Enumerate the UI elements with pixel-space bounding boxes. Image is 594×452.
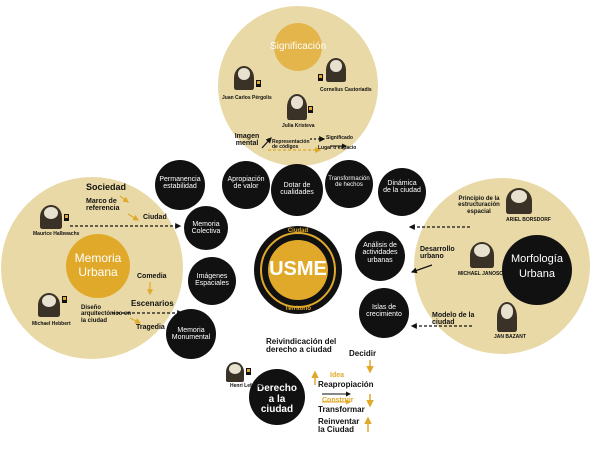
- person-photo-pergolis: [234, 66, 254, 90]
- person-photo-hebbert: [38, 293, 60, 317]
- person-tag: [246, 368, 251, 375]
- concept-label: Reapropiación: [318, 380, 374, 389]
- node-label: Derecho a la ciudad: [256, 383, 297, 415]
- node-label: Análisis de actividades urbanas: [362, 242, 398, 264]
- node-label: Dinámica de la ciudad: [383, 180, 421, 195]
- usme-top-label: Ciudad: [287, 228, 309, 234]
- usme-core: [268, 240, 328, 300]
- concept-label: Tragedia: [136, 324, 165, 331]
- person-name: Juan Carlos Pérgolis: [222, 95, 272, 101]
- concept-label: Transformar: [318, 405, 365, 414]
- usme-ring: [260, 232, 336, 308]
- memoria-title-circle: [66, 234, 130, 298]
- concept-label: Lugar o espacio: [318, 145, 357, 151]
- usme-title: USME: [269, 258, 327, 280]
- morfologia-circle: [414, 178, 590, 354]
- node-label: Transformación de hechos: [328, 176, 370, 189]
- node-label: Dotar de cualidades: [280, 182, 314, 197]
- concept-label: Significado: [326, 135, 353, 141]
- person-photo-kristeva: [287, 94, 307, 120]
- person-name: Henri Lefebvre: [230, 383, 266, 389]
- concept-label: Construir: [322, 397, 354, 404]
- concept-label: Ciudad: [143, 214, 167, 221]
- node-label: Apropiación de valor: [227, 176, 265, 191]
- node-derecho: [249, 369, 305, 425]
- concept-label: Representación de códigos: [272, 139, 310, 151]
- memoria-title-line1: Memoria: [74, 251, 122, 265]
- person-name: Julia Kristeva: [282, 123, 315, 129]
- node-label: Islas de crecimiento: [366, 304, 402, 319]
- person-name: ARIEL BORSDORF: [506, 217, 551, 223]
- node-dinamica: [378, 168, 426, 216]
- node-permanencia: [155, 160, 205, 210]
- person-name: JAN BAZANT: [494, 334, 526, 340]
- morfologia-title-line2: Urbana: [518, 268, 556, 280]
- node-label: Permanencia estabilidad: [159, 176, 201, 191]
- node-label: Memoria Monumental: [171, 327, 211, 342]
- morfologia-title-circle: [502, 235, 572, 305]
- concept-label: Modelo de la ciudad: [432, 312, 475, 327]
- person-tag: [62, 296, 67, 303]
- person-name: MICHAEL JANOSCHKA: [458, 271, 514, 277]
- morfologia-title-line1: Morfología: [511, 253, 563, 265]
- concept-label: Idea: [330, 372, 345, 379]
- significacion-title: Significación: [270, 41, 327, 52]
- concept-label: Reinventar la Ciudad: [318, 417, 360, 435]
- node-label: Memoria Colectiva: [191, 221, 221, 236]
- person-tag: [318, 74, 323, 81]
- significacion-title-circle: [274, 23, 322, 71]
- node-memoria-monumental: [166, 309, 216, 359]
- node-analisis: [355, 231, 405, 281]
- significacion-circle: [218, 6, 378, 166]
- node-imagenes: [188, 257, 236, 305]
- concept-label: Desarrollo urbano: [420, 246, 455, 261]
- node-label: Imágenes Espaciales: [195, 273, 229, 288]
- person-name: Maurice Halbwachs: [33, 231, 80, 237]
- concept-label: Sociedad: [86, 182, 127, 192]
- node-memoria-colectiva: [184, 206, 228, 250]
- usme-bottom-label: Territorio: [284, 306, 312, 312]
- memoria-title-line2: Urbana: [78, 265, 118, 279]
- node-transformacion: [325, 160, 373, 208]
- concept-label: Principio de la estructuración espacial: [458, 196, 500, 215]
- person-tag: [256, 80, 261, 87]
- concept-label: Escenarios: [131, 299, 174, 308]
- concept-label: Comedia: [137, 273, 167, 280]
- person-name: Michael Hebbert: [32, 321, 71, 327]
- concept-label: Decidir: [349, 349, 377, 358]
- person-photo-halbwachs: [40, 205, 62, 229]
- person-photo-borsdorf: [506, 188, 532, 214]
- person-photo-janoschka: [470, 242, 494, 268]
- person-photo-lefebvre: [226, 362, 244, 382]
- concept-label: Marco de referencia: [86, 198, 120, 213]
- node-islas: [359, 288, 409, 338]
- node-dotar: [271, 164, 323, 216]
- concept-label: Diseño arquitectónico en la ciudad: [81, 305, 132, 324]
- node-apropiacion: [222, 161, 270, 209]
- concept-label: Reivindicación del derecho a ciudad: [266, 337, 337, 355]
- person-tag: [308, 106, 313, 113]
- person-name: Cornelius Castoriadis: [320, 87, 372, 93]
- person-tag: [64, 214, 69, 221]
- concept-label: Imagen mental: [234, 133, 260, 148]
- person-photo-bazant: [497, 302, 517, 332]
- person-photo-castoriadis: [326, 58, 346, 82]
